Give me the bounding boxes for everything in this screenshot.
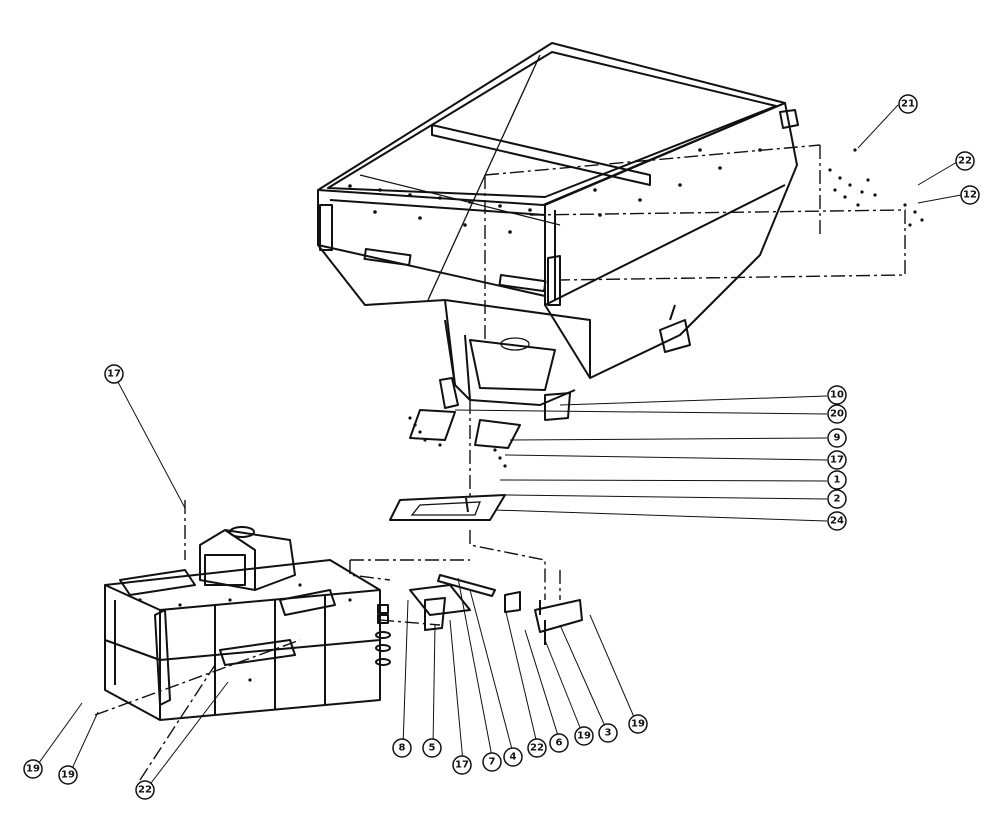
callout-19: 19: [574, 726, 594, 746]
svg-text:2: 2: [834, 494, 841, 505]
callout-3: 3: [598, 723, 618, 743]
callout-2: 2: [827, 489, 847, 509]
svg-text:22: 22: [958, 156, 972, 167]
svg-text:24: 24: [830, 516, 844, 527]
svg-text:3: 3: [605, 728, 612, 739]
callout-9: 9: [827, 428, 847, 448]
callout-19: 19: [23, 759, 43, 779]
hardware-cluster: [828, 148, 924, 227]
svg-text:22: 22: [530, 743, 544, 754]
leader-lines: [35, 104, 962, 788]
svg-text:17: 17: [830, 455, 844, 466]
svg-text:17: 17: [107, 369, 121, 380]
hopper-body: [317, 42, 799, 421]
svg-text:21: 21: [901, 99, 915, 110]
callout-19: 19: [628, 714, 648, 734]
callout-10: 10: [827, 385, 847, 405]
callout-21: 21: [898, 94, 918, 114]
callout-4: 4: [503, 747, 523, 767]
svg-text:8: 8: [399, 743, 406, 754]
svg-text:19: 19: [577, 731, 591, 742]
svg-text:4: 4: [510, 752, 517, 763]
svg-text:19: 19: [26, 764, 40, 775]
callout-8: 8: [392, 738, 412, 758]
svg-text:12: 12: [963, 190, 977, 201]
svg-text:19: 19: [61, 770, 75, 781]
svg-text:17: 17: [455, 760, 469, 771]
callout-22: 22: [527, 738, 547, 758]
frame-assembly: [104, 526, 391, 721]
callout-24: 24: [827, 511, 847, 531]
callout-20: 20: [827, 404, 847, 424]
spinner-parts: [409, 574, 583, 645]
svg-text:19: 19: [631, 719, 645, 730]
callout-7: 7: [482, 752, 502, 772]
svg-text:9: 9: [834, 433, 841, 444]
callout-labels: 21 22 12 17 10 20 9 17 1 2 24 19 19 22 8…: [23, 94, 980, 800]
callout-19: 19: [58, 765, 78, 785]
callout-17: 17: [827, 450, 847, 470]
callout-6: 6: [549, 733, 569, 753]
gate-parts: [389, 409, 521, 521]
svg-text:7: 7: [489, 757, 496, 768]
callout-17: 17: [104, 364, 124, 384]
callout-12: 12: [960, 185, 980, 205]
svg-text:6: 6: [556, 738, 563, 749]
assembly-paths: [94, 144, 906, 781]
svg-text:1: 1: [834, 475, 841, 486]
svg-text:10: 10: [830, 390, 844, 401]
callout-22: 22: [955, 151, 975, 171]
svg-text:5: 5: [429, 743, 436, 754]
svg-text:20: 20: [830, 409, 844, 420]
callout-22: 22: [135, 780, 155, 800]
callout-5: 5: [422, 738, 442, 758]
svg-text:22: 22: [138, 785, 152, 796]
callout-1: 1: [827, 470, 847, 490]
callout-17: 17: [452, 755, 472, 775]
